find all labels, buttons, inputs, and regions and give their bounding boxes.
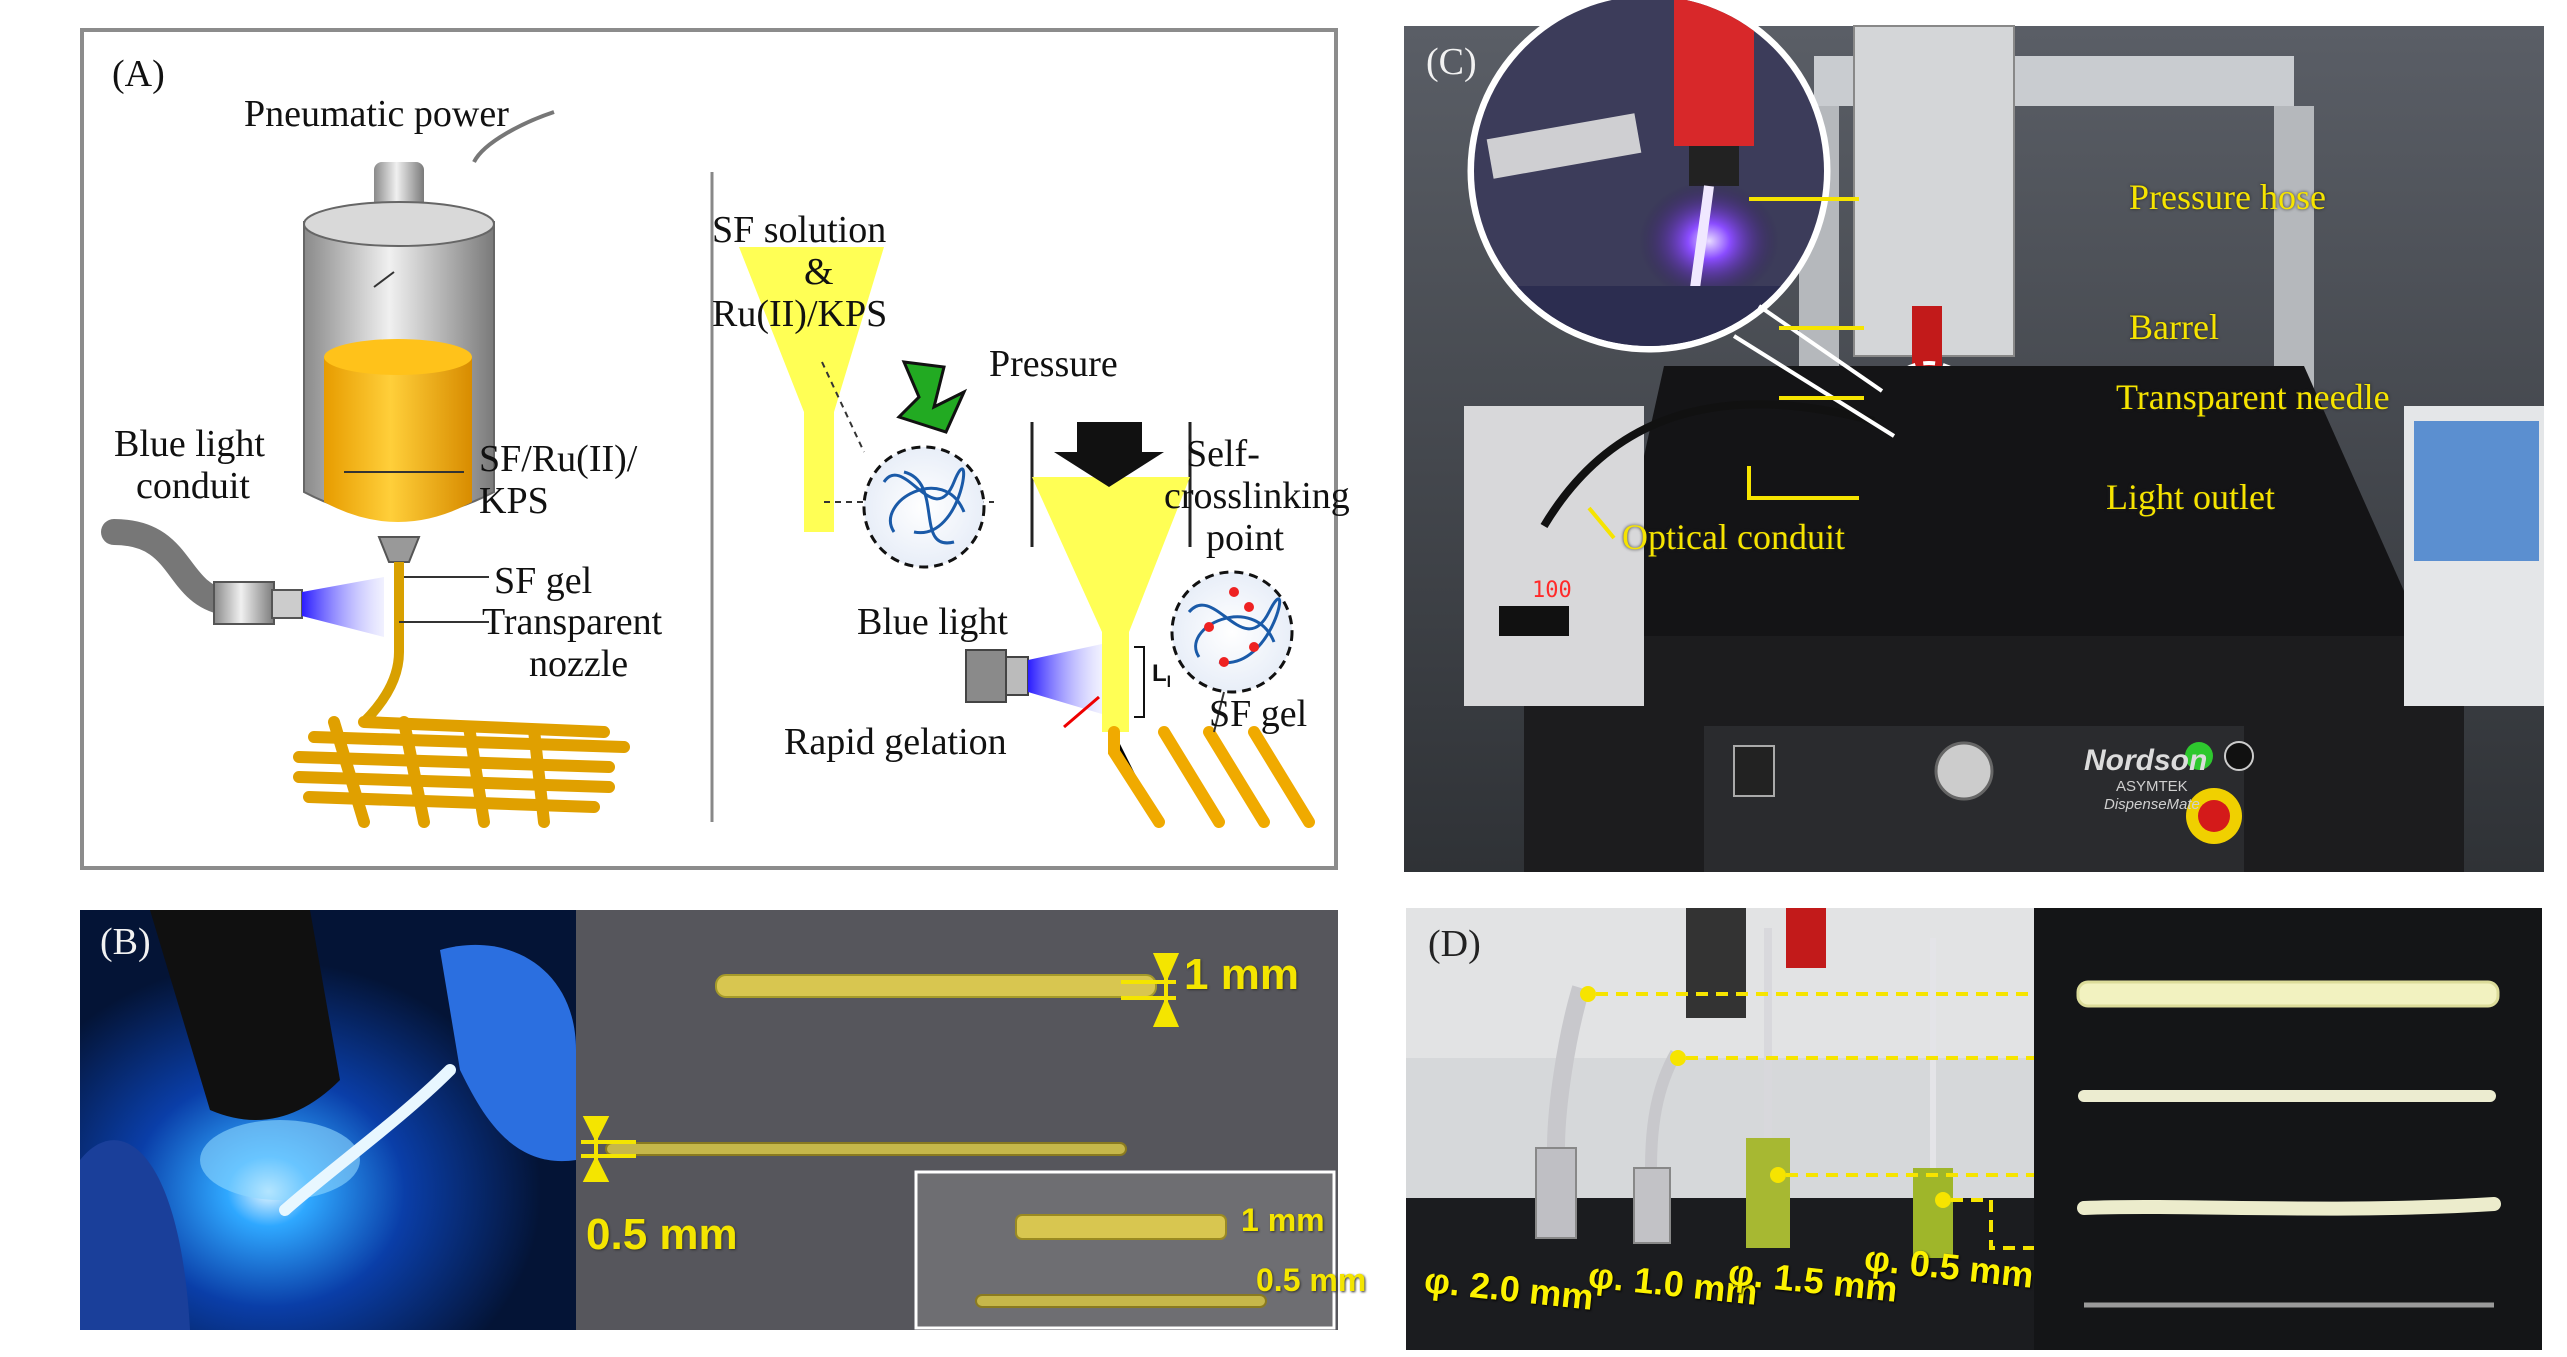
pressure-gauge (1934, 741, 1994, 801)
panel-c-photo (1404, 0, 2544, 872)
inset-1mm-label: 1 mm (1241, 1202, 1325, 1238)
polymer-network-1 (862, 445, 986, 569)
l-label: Ll (1152, 660, 1171, 692)
l-label-sub: l (1166, 673, 1172, 691)
strand-05mm (605, 1142, 1127, 1156)
panel-b-strands-photo (576, 910, 1338, 1330)
barrel-label: Barrel (2129, 307, 2219, 347)
inset-strand-05mm (975, 1294, 1267, 1308)
self-crosslinking-label-1: Self- (1186, 433, 1260, 475)
blue-light-conduit-label-1: Blue light (114, 423, 265, 465)
self-crosslinking-label-3: point (1206, 517, 1285, 559)
display-readout: 100 (1532, 578, 1572, 603)
blue-light-conduit-label-2: conduit (136, 465, 250, 507)
strand-15mm-d (2077, 1197, 2501, 1216)
optical-conduit-label: Optical conduit (1622, 517, 1845, 557)
panel-d-strands-photo (2034, 908, 2542, 1350)
funnel-pressure (1032, 477, 1190, 632)
pressure-label: Pressure (989, 343, 1118, 385)
strand-2mm (2076, 980, 2500, 1008)
needle-2mm (1547, 985, 1590, 1149)
panel-d-needles-photo (1406, 908, 2034, 1350)
dim-1mm-label: 1 mm (1184, 950, 1299, 999)
panel-c-label: (C) (1426, 41, 1477, 83)
dim-05mm-label: 0.5 mm (586, 1210, 738, 1259)
panel-a: (A) Pneumatic power Blue light conduit S… (80, 28, 1350, 870)
panel-b-label: (B) (100, 921, 151, 963)
panel-c: (C) Pressure hose Barrel Transparent nee… (1404, 0, 2544, 872)
sf-ru-kps-label-1: SF/Ru(II)/ (479, 438, 638, 480)
funnel-sf-solution (739, 247, 884, 412)
panel-a-diagram (101, 110, 1315, 828)
panel-d-needles: (D) φ. 2.0 mm φ. 1.0 mm φ. 1.5 mm φ. 0.5… (1406, 908, 2036, 1350)
transparent-needle-label: Transparent needle (2116, 377, 2390, 417)
panel-a-label: (A) (112, 53, 165, 95)
inset-05mm-label: 0.5 mm (1256, 1262, 1367, 1298)
ru-kps-label: Ru(II)/KPS (712, 293, 888, 335)
brand-model: DispenseMate (2104, 796, 2200, 813)
self-crosslinking-label-2: crosslinking (1164, 475, 1350, 517)
optical-conduit-cable (1540, 400, 1876, 529)
light-conduit-cable (101, 519, 237, 615)
transparent-nozzle-label-1: Transparent (482, 601, 663, 643)
light-outlet-label: Light outlet (2106, 477, 2275, 517)
pneumatic-power-label: Pneumatic power (244, 93, 509, 135)
extruded-gel-strands (1108, 726, 1315, 828)
blue-light-beam-right (1028, 644, 1102, 714)
strand-1mm (715, 974, 1157, 998)
dispenser-head (1853, 25, 2015, 357)
transparent-nozzle (360, 562, 404, 726)
sf-gel-right-label: SF gel (1209, 693, 1308, 735)
sf-solution-label: SF solution (712, 209, 887, 251)
pneumatic-hose (472, 110, 555, 164)
green-arrow (896, 360, 968, 434)
blue-light-beam (302, 577, 384, 637)
panel-b-strands: 1 mm 0.5 mm 1 mm 0.5 mm (576, 910, 1366, 1330)
sf-solution-fill (324, 357, 472, 522)
pressure-hose-label: Pressure hose (2129, 177, 2326, 217)
transparent-nozzle-label-2: nozzle (529, 643, 629, 685)
ampersand-label: & (804, 251, 834, 293)
work-platform (1604, 366, 2424, 636)
panel-d-label: (D) (1428, 923, 1481, 965)
inset-strand-1mm (1015, 1214, 1227, 1240)
magnified-needle (1689, 185, 1714, 297)
l-label-main: L (1152, 660, 1167, 687)
polymer-network-2 (1170, 570, 1294, 694)
blue-light-label: Blue light (857, 601, 1008, 643)
strand-1mm-d (2078, 1090, 2496, 1102)
left-controller (1464, 406, 1644, 706)
pressure-arrow (1054, 422, 1164, 487)
glove-hand (440, 944, 576, 1162)
brand-sub: ASYMTEK (2116, 778, 2188, 795)
panel-b: (B) (80, 910, 576, 1330)
panel-d-strands (2034, 908, 2542, 1350)
light-source-torch (150, 910, 340, 1120)
magnified-barrel (1674, 0, 1754, 146)
sf-ru-kps-label-2: KPS (479, 480, 549, 522)
rapid-gelation-label: Rapid gelation (784, 721, 1007, 763)
green-indicator (2185, 742, 2213, 770)
panel-b-photo (80, 910, 576, 1330)
sf-gel-label: SF gel (494, 560, 593, 602)
annotation-arrows (1587, 197, 1864, 540)
printed-lattice (293, 716, 630, 828)
glowing-needle (279, 1064, 456, 1216)
brand-logo: Nordson (2084, 744, 2208, 777)
needle-1mm (1645, 1050, 1682, 1169)
